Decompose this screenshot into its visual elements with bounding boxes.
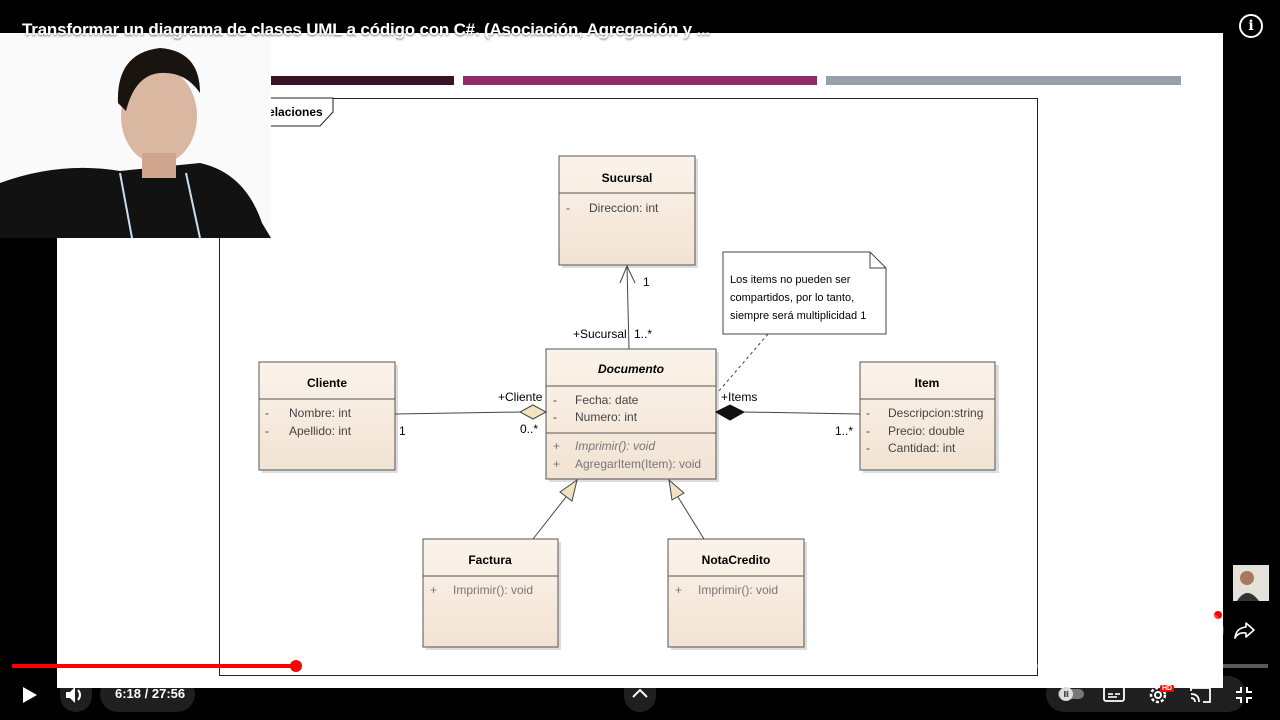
multiplicity: 1..*	[634, 327, 652, 341]
class-sucursal: Sucursal - Direccion: int	[558, 155, 698, 268]
class-notacredito: NotaCredito + Imprimir(): void	[667, 538, 807, 650]
role-label: +Items	[721, 390, 757, 404]
note-line: siempre será multiplicidad 1	[730, 310, 866, 322]
hd-badge: HD	[1160, 685, 1175, 692]
webcam-overlay	[0, 33, 271, 238]
visibility: -	[265, 406, 269, 420]
operation: Imprimir(): void	[575, 439, 655, 453]
note-line: Los items no pueden ser	[730, 274, 851, 286]
captions-icon[interactable]	[1103, 685, 1125, 703]
operation: AgregarItem(Item): void	[575, 457, 701, 471]
progress-played	[12, 664, 296, 668]
visibility: -	[866, 406, 870, 420]
class-documento: Documento - Fecha: date - Numero: int + …	[545, 348, 719, 482]
cast-icon[interactable]	[1189, 685, 1213, 705]
notification-dot	[1214, 611, 1222, 619]
visibility: -	[553, 393, 557, 407]
header-bar-1	[99, 76, 454, 85]
class-name: Cliente	[307, 376, 347, 390]
visibility: -	[553, 410, 557, 424]
like-icon[interactable]	[1111, 619, 1133, 641]
attribute: Fecha: date	[575, 393, 639, 407]
chevron-pill	[624, 676, 656, 712]
class-cliente: Cliente - Nombre: int - Apellido: int	[258, 361, 398, 473]
progress-scrubber[interactable]	[290, 660, 302, 672]
visibility: +	[675, 583, 682, 597]
role-label: +Cliente	[498, 390, 543, 404]
visibility: -	[265, 424, 269, 438]
volume-icon[interactable]	[64, 684, 88, 706]
operation: Imprimir(): void	[453, 583, 533, 597]
play-icon[interactable]	[20, 685, 40, 705]
video-title[interactable]: Transformar un diagrama de clases UML a …	[22, 20, 710, 39]
attribute: Nombre: int	[289, 406, 352, 420]
note-connector	[717, 333, 769, 393]
class-name: Documento	[598, 362, 664, 376]
reaction-bar	[1104, 612, 1224, 648]
channel-avatar[interactable]	[1233, 565, 1269, 601]
multiplicity: 0..*	[520, 422, 538, 436]
time-pill	[100, 676, 195, 712]
class-name: NotaCredito	[702, 553, 771, 567]
autoplay-toggle[interactable]	[1057, 686, 1085, 702]
class-factura: Factura + Imprimir(): void	[422, 538, 561, 650]
uml-note: Los items no pueden ser compartidos, por…	[717, 251, 887, 393]
class-name: Sucursal	[602, 171, 653, 185]
visibility: -	[866, 424, 870, 438]
chevron-up-icon[interactable]	[631, 686, 649, 700]
share-icon[interactable]	[1233, 619, 1255, 641]
attribute: Direccion: int	[589, 201, 659, 215]
composition-documento-item: +Items 1..*	[714, 390, 861, 438]
multiplicity: 1..*	[835, 424, 853, 438]
multiplicity: 1	[643, 275, 650, 289]
generalization-factura	[532, 478, 578, 540]
attribute: Apellido: int	[289, 424, 352, 438]
visibility: +	[553, 439, 560, 453]
generalization-notacredito	[668, 478, 705, 540]
attribute: Precio: double	[888, 424, 965, 438]
attribute: Cantidad: int	[888, 441, 956, 455]
class-name: Item	[915, 376, 940, 390]
class-item: Item - Descripcion:string - Precio: doub…	[859, 361, 999, 473]
visibility: -	[866, 441, 870, 455]
operation: Imprimir(): void	[698, 583, 778, 597]
time-display: 6:18 / 27:56	[115, 686, 186, 701]
class-name: Factura	[468, 553, 512, 567]
header-bar-3	[826, 76, 1181, 85]
multiplicity: 1	[399, 424, 406, 438]
role-label: +Sucursal	[573, 327, 627, 341]
progress-track[interactable]	[12, 664, 1268, 668]
aggregation-cliente-documento: 1 +Cliente 0..*	[394, 390, 548, 438]
dislike-icon[interactable]	[1148, 619, 1170, 641]
assoc-documento-sucursal: 1 +Sucursal 1..*	[573, 264, 652, 350]
exit-fullscreen-icon[interactable]	[1233, 684, 1255, 706]
attribute: Numero: int	[575, 410, 638, 424]
header-bar-2	[463, 76, 817, 85]
info-icon[interactable]: i	[1239, 14, 1263, 38]
comments-icon[interactable]	[1190, 619, 1212, 641]
note-line: compartidos, por lo tanto,	[730, 292, 854, 304]
visibility: +	[553, 457, 560, 471]
visibility: -	[566, 201, 570, 215]
uml-diagram-frame	[219, 98, 1038, 676]
visibility: +	[430, 583, 437, 597]
presenter-video	[0, 33, 271, 238]
volume-pill	[60, 676, 92, 712]
settings-icon[interactable]	[1146, 683, 1170, 707]
attribute: Descripcion:string	[888, 406, 983, 420]
